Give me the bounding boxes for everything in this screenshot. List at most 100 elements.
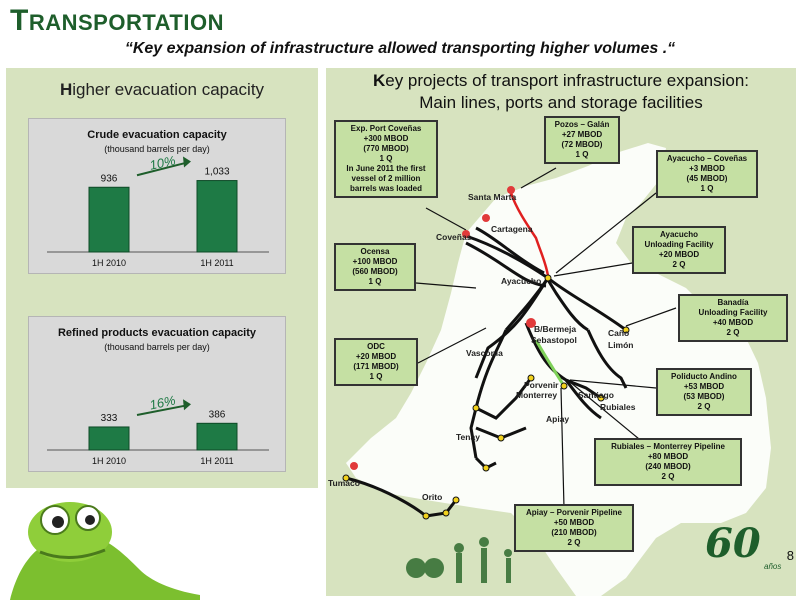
bar xyxy=(88,426,130,451)
callout-line: In June 2011 the first xyxy=(346,164,426,173)
callout-odc: ODC +20 MBOD (171 MBOD) 1 Q xyxy=(334,338,418,386)
callout-line: Banadía xyxy=(717,298,749,307)
callout-line: Unloading Facility xyxy=(644,240,714,249)
callout-line: barrels was loaded xyxy=(349,184,423,193)
callout-pozos-galan: Pozos – Galán +27 MBOD (72 MBOD) 1 Q xyxy=(544,116,620,164)
callout-line: 1 Q xyxy=(369,372,383,381)
refined-chart: Refined products evacuation capacity (th… xyxy=(28,316,286,472)
callout-line: (72 MBOD) xyxy=(561,140,603,149)
slide-subtitle: “Key expansion of infrastructure allowed… xyxy=(124,40,676,57)
callout-banadia: Banadía Unloading Facility +40 MBOD 2 Q xyxy=(678,294,788,342)
callout-line: (240 MBOD) xyxy=(645,462,691,471)
callout-line: (210 MBOD) xyxy=(551,528,597,537)
callout-line: 1 Q xyxy=(368,277,382,286)
callout-line: (171 MBOD) xyxy=(353,362,399,371)
chart-subtitle: (thousand barrels per day) xyxy=(104,342,210,352)
data-label: 386 xyxy=(209,409,226,420)
callout-line: Pozos – Galán xyxy=(554,120,610,129)
tick-label: 1H 2010 xyxy=(92,258,126,268)
callout-line: +27 MBOD xyxy=(561,130,603,139)
right-heading-rest: ey projects of transport infrastructure … xyxy=(385,71,750,90)
apiay-porvenir-pipeline xyxy=(534,339,566,387)
place-monterrey: Monterrey xyxy=(516,390,558,400)
callout-line: 2 Q xyxy=(697,402,711,411)
chart-title: Refined products evacuation capacity xyxy=(57,327,257,339)
callout-ocensa: Ocensa +100 MBOD (560 MBOD) 1 Q xyxy=(334,243,416,291)
callout-rubiales-monterrey: Rubiales – Monterrey Pipeline +80 MBOD (… xyxy=(594,438,742,486)
left-panel: Higher evacuation capacity Crude evacuat… xyxy=(6,68,318,488)
callout-line: 1 Q xyxy=(700,184,714,193)
right-heading-initial: K xyxy=(372,71,386,90)
callout-line: Ayacucho – Coveñas xyxy=(666,154,748,163)
anniversary-logo: 60 xyxy=(705,520,761,567)
growth-label: 10% xyxy=(148,153,177,173)
title-rest: RANSPORTATION xyxy=(28,10,224,35)
callout-line: 2 Q xyxy=(726,328,740,337)
place-cartagena: Cartagena xyxy=(491,224,533,234)
place-ayacucho: Ayacucho xyxy=(501,276,542,286)
place-tumaco: Tumaco xyxy=(328,478,360,488)
data-label: 936 xyxy=(101,173,118,184)
callout-line: vessel of 2 million xyxy=(351,174,421,183)
place-covenas: Coveñas xyxy=(436,232,472,242)
callout-line: +20 MBOD xyxy=(658,250,700,259)
callout-line: +3 MBOD xyxy=(689,164,725,173)
callout-line: 2 Q xyxy=(567,538,581,547)
place-limon: Limón xyxy=(608,340,634,350)
footer-silhouettes xyxy=(406,537,512,583)
tick-label: 1H 2011 xyxy=(200,456,233,466)
tick-label: 1H 2010 xyxy=(92,456,126,466)
place-tenay: Tenay xyxy=(456,432,480,442)
facility-markers xyxy=(350,186,536,470)
left-heading-initial: H xyxy=(59,80,73,99)
left-heading-rest: igher evacuation capacity xyxy=(72,80,265,99)
callout-line: (53 MBOD) xyxy=(683,392,725,401)
callout-line: 1 Q xyxy=(379,154,393,163)
right-heading-line1: Key projects of transport infrastructure… xyxy=(326,70,796,92)
right-heading: Key projects of transport infrastructure… xyxy=(326,70,796,114)
pozos-galan-pipeline xyxy=(509,192,550,277)
title-initial: T xyxy=(10,4,29,37)
slide-title: TRANSPORTATION xyxy=(10,4,224,38)
callout-line: Ocensa xyxy=(360,247,390,256)
callout-line: Poliducto Andino xyxy=(671,372,737,381)
callout-line: +100 MBOD xyxy=(352,257,398,266)
callout-ayacucho-unloading: Ayacucho Unloading Facility +20 MBOD 2 Q xyxy=(632,226,726,274)
callout-line: Unloading Facility xyxy=(698,308,768,317)
tick-label: 1H 2011 xyxy=(200,258,233,268)
callout-line: (560 MBOD) xyxy=(352,267,398,276)
callout-line: +300 MBOD xyxy=(363,134,409,143)
callout-line: Ayacucho xyxy=(660,230,698,239)
place-orito: Orito xyxy=(422,492,443,502)
callout-line: Rubiales – Monterrey Pipeline xyxy=(611,442,725,451)
data-label: 333 xyxy=(101,413,118,424)
callout-line: 2 Q xyxy=(672,260,686,269)
page-number: 8 xyxy=(786,548,794,563)
callout-line: +80 MBOD xyxy=(647,452,689,461)
bar xyxy=(88,186,130,253)
callout-line: 2 Q xyxy=(661,472,675,481)
callout-line: +53 MBOD xyxy=(683,382,725,391)
callout-poliducto-andino: Poliducto Andino +53 MBOD (53 MBOD) 2 Q xyxy=(656,368,752,416)
callout-line: +20 MBOD xyxy=(355,352,397,361)
place-vasconia: Vasconia xyxy=(466,348,503,358)
callout-line: (770 MBOD) xyxy=(363,144,409,153)
place-apiay: Apiay xyxy=(546,414,570,424)
growth-arrow xyxy=(136,161,188,177)
growth-arrow xyxy=(136,404,188,416)
callout-apiay-porvenir: Apiay – Porvenir Pipeline +50 MBOD (210 … xyxy=(514,504,634,552)
callout-covenas: Exp. Port Coveñas +300 MBOD (770 MBOD) 1… xyxy=(334,120,438,198)
place-sebastopol: Sebastopol xyxy=(531,335,577,345)
growth-arrow-head xyxy=(183,156,191,168)
data-label: 1,033 xyxy=(204,167,229,178)
callout-ayacucho-covenas: Ayacucho – Coveñas +3 MBOD (45 MBOD) 1 Q xyxy=(656,150,758,198)
anniversary-logo-word: años xyxy=(764,562,782,571)
callout-line: +40 MBOD xyxy=(712,318,754,327)
callout-line: ODC xyxy=(367,342,385,351)
growth-label: 16% xyxy=(148,392,177,412)
chart-title: Crude evacuation capacity xyxy=(87,129,227,141)
bar xyxy=(196,180,238,253)
callout-line: 1 Q xyxy=(575,150,589,159)
place-cano: Caño xyxy=(608,328,630,338)
lizard-mascot-icon xyxy=(10,502,200,600)
